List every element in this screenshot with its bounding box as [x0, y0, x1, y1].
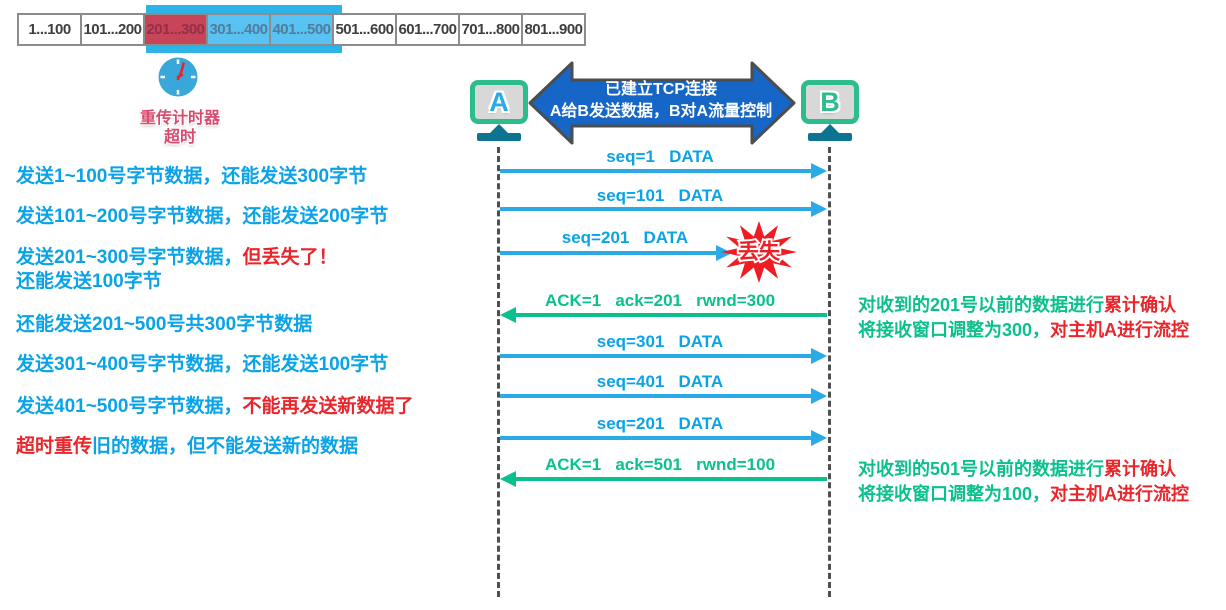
right-note: 对收到的201号以前的数据进行累计确认 将接收窗口调整为300，对主机A进行流控: [858, 293, 1189, 343]
byte-cell: 701...800: [458, 13, 523, 46]
note-segment: 发送1~100号字节数据，还能发送300字节: [16, 166, 368, 187]
packet-lost-label: 丢失: [738, 241, 781, 264]
note-segment: 对主机A进行流控: [1050, 320, 1190, 340]
byte-cell: 801...900: [521, 13, 586, 46]
host-b-label: B: [820, 86, 840, 117]
banner-line1: 已建立TCP连接: [604, 81, 717, 98]
host-a: A: [470, 80, 528, 141]
note-segment: 旧的数据，但不能发送新的数据: [92, 436, 359, 457]
message-label: seq=301 DATA: [596, 332, 724, 351]
timer-label-line2: 超时: [163, 129, 196, 146]
right-note-line: 将接收窗口调整为300，对主机A进行流控: [858, 318, 1189, 343]
byte-cell-window: 301...400: [206, 13, 271, 46]
monitor-stand: [821, 124, 839, 133]
data-arrow-lost-icon: [500, 245, 732, 261]
left-note: 还能发送201~500号共300字节数据: [16, 309, 312, 336]
monitor-stand-base: [808, 133, 852, 141]
message-label: seq=1 DATA: [606, 147, 714, 166]
left-note: 超时重传旧的数据，但不能发送新的数据: [16, 431, 358, 458]
packet-lost-burst-icon: 丢失: [721, 221, 797, 283]
note-segment: 累计确认: [1104, 295, 1177, 315]
clock-icon: [158, 57, 198, 97]
data-arrow-icon: [500, 201, 827, 217]
byte-cell-window: 401...500: [269, 13, 334, 46]
left-note: 发送101~200号字节数据，还能发送200字节: [16, 201, 388, 228]
byte-cell: 1...100: [17, 13, 82, 46]
ack-arrow-icon: [500, 307, 827, 323]
data-arrow-icon: [500, 163, 827, 179]
monitor-stand-base: [477, 133, 521, 141]
left-note: 发送1~100号字节数据，还能发送300字节: [16, 161, 367, 188]
monitor-icon: A: [470, 80, 528, 124]
left-note: 发送401~500号字节数据，不能再发送新数据了: [16, 391, 414, 418]
message-label: seq=101 DATA: [596, 186, 724, 205]
host-b: B: [801, 80, 859, 141]
data-arrow-icon: [500, 388, 827, 404]
right-note-line: 将接收窗口调整为100，对主机A进行流控: [858, 482, 1189, 507]
byte-cell-lost: 201...300: [143, 13, 208, 46]
note-segment: 不能再发送新数据了: [242, 396, 414, 417]
left-note: 发送201~300号字节数据，但丢失了！: [16, 242, 338, 269]
message-label: ACK=1 ack=501 rwnd=100: [544, 455, 776, 474]
lifeline-host-a: [497, 147, 500, 597]
data-arrow-icon: [500, 348, 827, 364]
note-segment: 发送401~500号字节数据，: [16, 396, 243, 417]
message-label: seq=401 DATA: [596, 372, 724, 391]
left-note: 还能发送100字节: [16, 266, 162, 293]
note-segment: 还能发送201~500号共300字节数据: [16, 314, 313, 335]
note-segment: 将接收窗口调整为100，: [858, 484, 1051, 504]
note-segment: 将接收窗口调整为300，: [858, 320, 1051, 340]
note-segment: 发送301~400号字节数据，还能发送100字节: [16, 354, 389, 375]
byte-cell: 101...200: [80, 13, 145, 46]
right-note-line: 对收到的201号以前的数据进行累计确认: [858, 293, 1189, 318]
note-segment: 发送101~200号字节数据，还能发送200字节: [16, 206, 389, 227]
right-note: 对收到的501号以前的数据进行累计确认 将接收窗口调整为100，对主机A进行流控: [858, 457, 1189, 507]
message-label: seq=201 DATA: [561, 228, 689, 247]
tcp-connection-banner-text: 已建立TCP连接 A给B发送数据，B对A流量控制: [531, 79, 791, 123]
ack-arrow-icon: [500, 471, 827, 487]
monitor-icon: B: [801, 80, 859, 124]
note-segment: 但丢失了！: [242, 247, 338, 268]
timer-label-line1: 重传计时器: [139, 110, 220, 127]
retransmission-timer-label: 重传计时器 超时: [105, 109, 255, 147]
host-a-label: A: [489, 86, 509, 117]
note-segment: 对主机A进行流控: [1050, 484, 1190, 504]
byte-cell: 601...700: [395, 13, 460, 46]
note-segment: 发送201~300号字节数据，: [16, 247, 243, 268]
banner-line2: A给B发送数据，B对A流量控制: [549, 103, 773, 120]
message-label: ACK=1 ack=201 rwnd=300: [544, 291, 776, 310]
tcp-connection-banner-arrow: [528, 61, 796, 145]
monitor-stand: [490, 124, 508, 133]
note-segment: 累计确认: [1104, 459, 1177, 479]
byte-range-table: 1...100 101...200 201...300 301...400 40…: [17, 13, 586, 46]
left-note: 发送301~400号字节数据，还能发送100字节: [16, 349, 388, 376]
data-arrow-icon: [500, 430, 827, 446]
byte-cell: 501...600: [332, 13, 397, 46]
message-label: seq=201 DATA: [596, 414, 724, 433]
note-segment: 对收到的201号以前的数据进行: [858, 295, 1105, 315]
lifeline-host-b: [828, 147, 831, 597]
note-segment: 还能发送100字节: [16, 271, 162, 292]
note-segment: 对收到的501号以前的数据进行: [858, 459, 1105, 479]
right-note-line: 对收到的501号以前的数据进行累计确认: [858, 457, 1189, 482]
note-segment: 超时重传: [16, 436, 93, 457]
